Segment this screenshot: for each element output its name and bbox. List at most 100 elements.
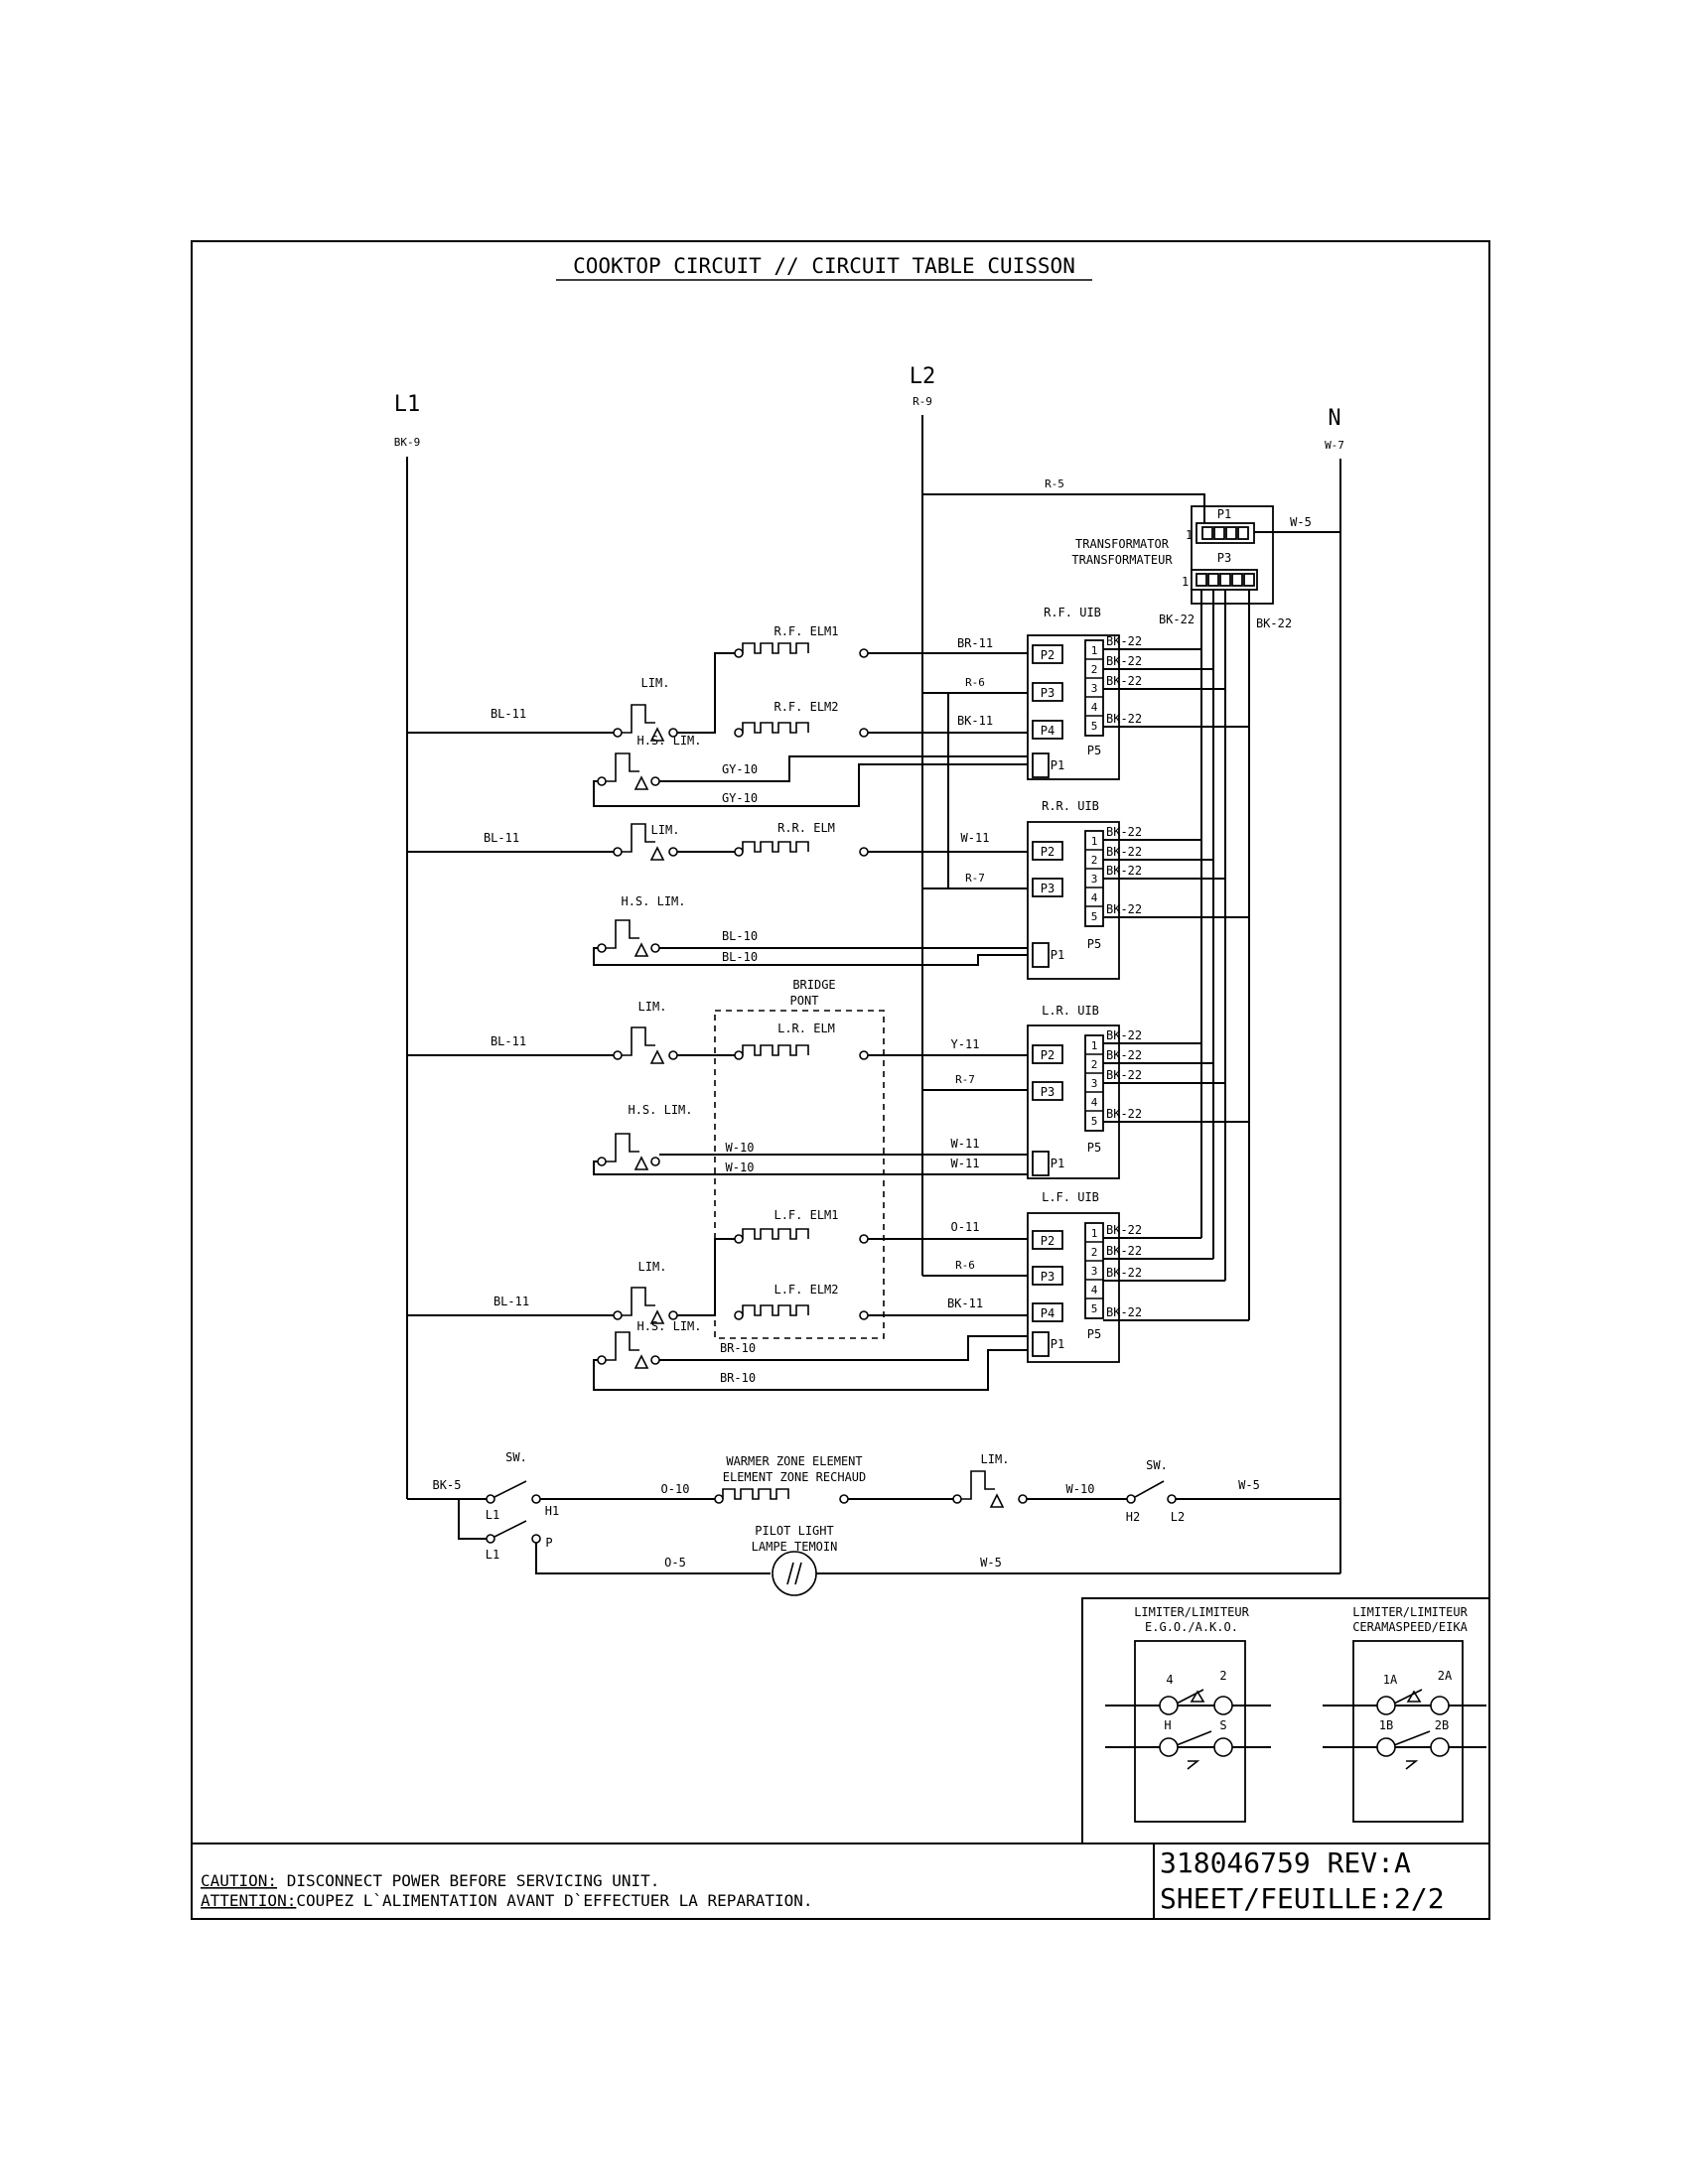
lr-w10-a-label: W-10 [726,1141,755,1155]
lr-uib-p2: P2 [1041,1048,1055,1062]
lr-uib-box [1027,1024,1249,1179]
rf-bl11-label: BL-11 [491,707,526,721]
lr-elm-label: L.R. ELM [777,1022,835,1035]
rf-elm2-label: R.F. ELM2 [774,700,838,714]
attention-label: ATTENTION: [201,1891,296,1910]
lf-uib-p4: P4 [1041,1306,1055,1320]
lf-circuit [407,1228,1028,1391]
lf-bk22-1: BK-22 [1106,1223,1142,1237]
legend-ego-pin-4: 4 [1166,1673,1173,1687]
pilot-w5-label: W-5 [980,1556,1002,1570]
rr-bk22-3: BK-22 [1106,864,1142,878]
pilot-light-label: PILOT LIGHT [755,1524,833,1538]
lr-bk22-3: BK-22 [1106,1068,1142,1082]
n-label: N [1328,406,1340,431]
rf-gy10-b-label: GY-10 [722,791,758,805]
warmer-o10-label: O-10 [661,1482,690,1496]
lr-pin-5: 5 [1091,1115,1098,1128]
pilot-o5-label: O-5 [664,1556,686,1570]
rf-uib-p2: P2 [1041,648,1055,662]
rr-pin-2: 2 [1091,854,1098,867]
lf-bk22-2: BK-22 [1106,1244,1142,1258]
lr-bk22-5: BK-22 [1106,1107,1142,1121]
lr-bk22-1: BK-22 [1106,1028,1142,1042]
bridge-label-fr: PONT [790,994,819,1008]
rr-pin-3: 3 [1091,873,1098,886]
rf-pin-2: 2 [1091,663,1098,676]
rr-r7-label: R-7 [965,872,985,885]
transformer-bk-left: BK-22 [1159,613,1195,626]
rr-elm-label: R.R. ELM [777,821,835,835]
lf-pin-5: 5 [1091,1302,1098,1315]
lf-bl11-label: BL-11 [493,1295,529,1308]
rr-pin-4: 4 [1091,891,1098,904]
rr-w11-label: W-11 [961,831,990,845]
lr-w11-b-label: W-11 [951,1157,980,1170]
sheet-number: SHEET/FEUILLE:2/2 [1160,1882,1445,1915]
lr-r7-label: R-7 [955,1073,975,1086]
legend-ceramaspeed-limiter [1323,1640,1486,1823]
rr-uib-p3: P3 [1041,882,1055,895]
lr-pin-3: 3 [1091,1077,1098,1090]
lf-uib-p3: P3 [1041,1270,1055,1284]
rf-bk22-5: BK-22 [1106,712,1142,726]
rr-uib-title: R.R. UIB [1042,799,1099,813]
lr-pin-2: 2 [1091,1058,1098,1071]
bridge-label: BRIDGE [792,978,835,992]
warmer-h1-label: H1 [545,1504,559,1518]
lf-pin-4: 4 [1091,1284,1098,1297]
warmer-p-label: P [545,1536,552,1550]
rr-uib-p5: P5 [1087,937,1101,951]
legend-cs-pin-2a: 2A [1438,1669,1453,1683]
l1-wire-label: BK-9 [394,436,421,449]
transformer-p3-label: P3 [1217,551,1231,565]
lf-pin-1: 1 [1091,1227,1098,1240]
rr-pin-5: 5 [1091,910,1098,923]
lr-uib-p1: P1 [1051,1157,1064,1170]
rf-gy10-a-label: GY-10 [722,762,758,776]
rf-circuit [407,642,1028,807]
n-wire-label: W-7 [1325,439,1344,452]
diagram-title: COOKTOP CIRCUIT // CIRCUIT TABLE CUISSON [573,254,1075,278]
legend-ego-pin-h: H [1164,1718,1171,1732]
warmer-l1-b-label: L1 [486,1548,499,1562]
warmer-element-label: WARMER ZONE ELEMENT [726,1454,862,1468]
rf-pin-5: 5 [1091,720,1098,733]
rf-lim-label: LIM. [641,676,670,690]
rf-bk22-1: BK-22 [1106,634,1142,648]
lf-bk22-5: BK-22 [1106,1305,1142,1319]
rr-bl10-a-label: BL-10 [722,929,758,943]
legend-ego-sub: E.G.O./A.K.O. [1145,1620,1238,1634]
transformer-name: TRANSFORMATOR [1075,537,1170,551]
warmer-sw-label: SW. [505,1450,527,1464]
lr-bk22-2: BK-22 [1106,1048,1142,1062]
lf-o11-label: O-11 [951,1220,980,1234]
lr-pin-4: 4 [1091,1096,1098,1109]
rf-r6-label: R-6 [965,676,985,689]
rf-uib-p4: P4 [1041,724,1055,738]
transformer-p1-pin: 1 [1186,528,1193,542]
rf-br11-label: BR-11 [957,636,993,650]
warmer-w10-label: W-10 [1066,1482,1095,1496]
pilot-light-label-fr: LAMPE TEMOIN [752,1540,838,1554]
rr-uib-p2: P2 [1041,845,1055,859]
lf-br10-a-label: BR-10 [720,1341,756,1355]
rr-bk22-2: BK-22 [1106,845,1142,859]
legend-ego-pin-s: S [1219,1718,1226,1732]
transformer-p1-label: P1 [1217,507,1231,521]
rf-elm1-label: R.F. ELM1 [774,624,838,638]
transformer-bk-right: BK-22 [1256,616,1292,630]
legend-ego-pin-2: 2 [1219,1669,1226,1683]
rf-bk11-label: BK-11 [957,714,993,728]
lf-elm1-label: L.F. ELM1 [774,1208,838,1222]
warmer-lim-label: LIM. [981,1452,1010,1466]
rr-uib-box [1027,821,1249,980]
lr-w10-b-label: W-10 [726,1160,755,1174]
rf-bk22-2: BK-22 [1106,654,1142,668]
lr-uib-title: L.R. UIB [1042,1004,1099,1018]
rf-bk22-3: BK-22 [1106,674,1142,688]
rf-uib-title: R.F. UIB [1044,606,1101,619]
rf-uib-p5: P5 [1087,744,1101,757]
lf-uib-box [1027,1212,1249,1363]
lf-uib-p2: P2 [1041,1234,1055,1248]
